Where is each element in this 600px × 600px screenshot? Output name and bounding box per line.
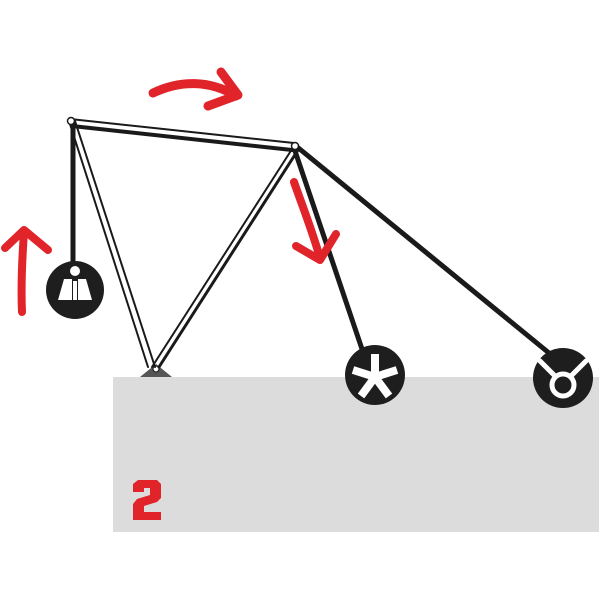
up-arrow: [1, 226, 52, 316]
platform: [113, 377, 599, 532]
step-number: 2: [133, 480, 161, 520]
right-weight: [533, 348, 593, 408]
middle-weight: [345, 345, 405, 405]
joint-top-right: [290, 141, 300, 151]
joint-top-left: [66, 116, 76, 126]
curved-right-arrow: [148, 67, 243, 111]
asterisk-icon: [351, 354, 399, 399]
left-weight: [46, 261, 104, 319]
ring-icon: [537, 358, 589, 399]
step-number-glyph: [133, 480, 161, 520]
down-arrow: [290, 178, 340, 264]
frame: [68, 118, 563, 369]
base-pivot: [140, 364, 172, 377]
book-reader-icon: [58, 266, 92, 300]
